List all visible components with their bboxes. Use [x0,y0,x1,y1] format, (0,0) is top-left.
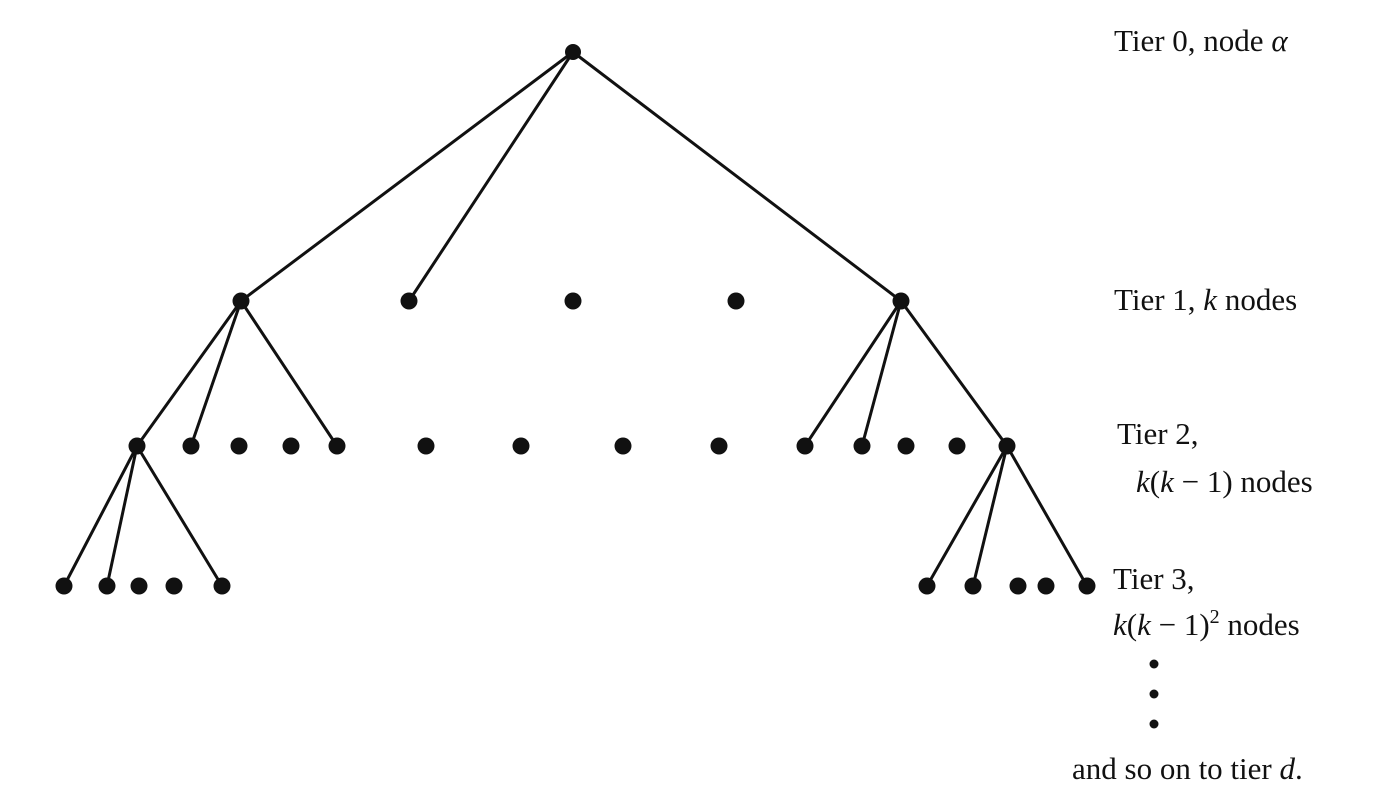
tree-node [727,292,745,310]
tree-node [130,577,148,595]
tree-node [400,292,418,310]
tier-3-count-label: k(k − 1)2 nodes [1113,606,1300,642]
tree-node [232,292,250,310]
tree-node [948,437,966,455]
tier-2-label: Tier 2, [1117,416,1199,451]
tree-edge [803,299,903,448]
tree-node [1037,577,1055,595]
tree-edge [239,50,575,303]
tree-edge [407,50,575,303]
tree-node [165,577,183,595]
ellipsis-dot [1149,719,1159,729]
tree-node [182,437,200,455]
tree-node [796,437,814,455]
tree-node [417,437,435,455]
tree-node [128,437,146,455]
tree-edge [239,299,339,448]
tree-edge [571,50,903,303]
tree-node [282,437,300,455]
tree-node [230,437,248,455]
vertical-ellipsis [1149,659,1159,729]
tree-edge [899,299,1009,448]
tree-edge [62,444,139,588]
tree-node [614,437,632,455]
tree-node [892,292,910,310]
tree-node [328,437,346,455]
tree-edge [189,299,243,448]
tree-edges [62,50,1089,588]
ellipsis-dot [1149,689,1159,699]
continuation-label: and so on to tier d. [1072,751,1303,786]
tree-node [55,577,73,595]
tree-edge [925,444,1009,588]
tree-edge [860,299,903,448]
tree-node [853,437,871,455]
tree-node [1009,577,1027,595]
tree-node [564,292,582,310]
tier-1-label: Tier 1, k nodes [1114,282,1298,317]
root-node [565,44,581,60]
tree-node [918,577,936,595]
tree-node [710,437,728,455]
tree-node [213,577,231,595]
tree-node [897,437,915,455]
tree-nodes [55,44,1096,595]
tree-node [998,437,1016,455]
tier-0-label: Tier 0, node α [1114,23,1288,58]
tree-node [1078,577,1096,595]
tree-edge [105,444,139,588]
tree-edge [135,299,243,448]
tree-node [964,577,982,595]
tree-node [512,437,530,455]
tier-2-count-label: k(k − 1) nodes [1136,464,1313,499]
tree-node [98,577,116,595]
tree-edge [1005,444,1089,588]
tier-3-label: Tier 3, [1113,561,1195,596]
tree-edge [971,444,1009,588]
ellipsis-dot [1149,659,1159,669]
tree-edge [135,444,224,588]
